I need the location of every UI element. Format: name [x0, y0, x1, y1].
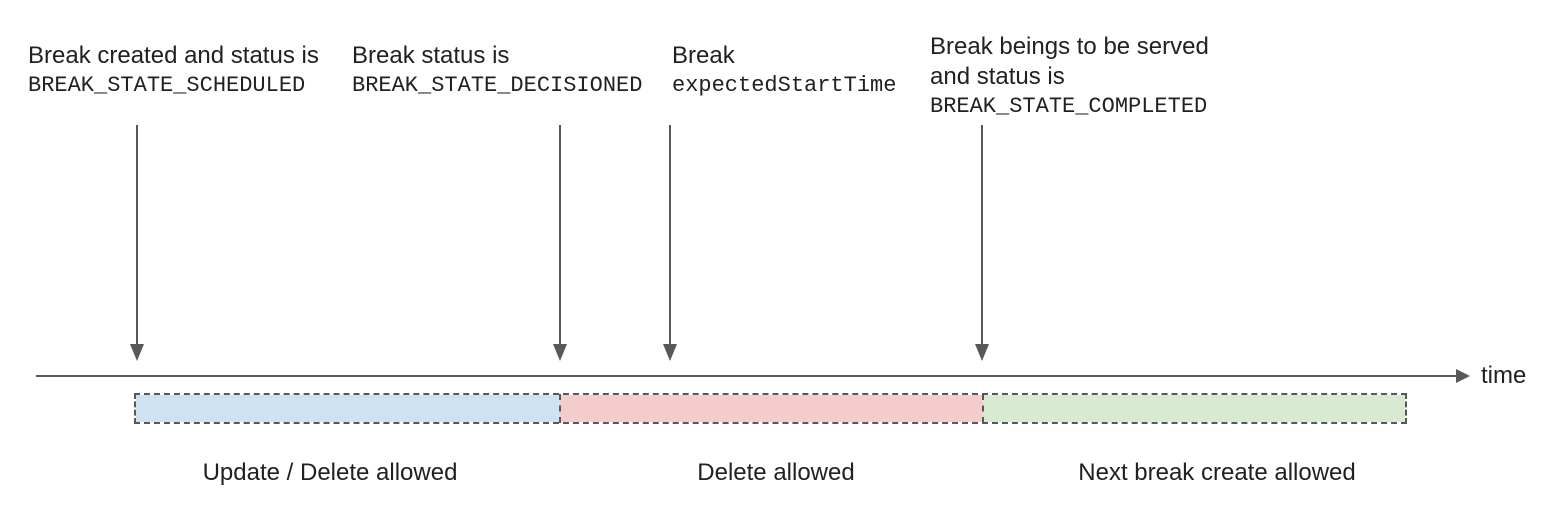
arrow-head	[553, 344, 567, 361]
annotation-text-line: Break status is	[352, 42, 510, 69]
time-axis-arrowhead-icon	[1456, 369, 1470, 383]
segment-divider	[559, 394, 561, 423]
annotation-expected-start-time: Break expectedStartTime	[672, 41, 896, 101]
annotation-break-decisioned: Break status is BREAK_STATE_DECISIONED	[352, 41, 642, 101]
arrow-shaft	[981, 125, 983, 344]
phase-bar	[134, 393, 1407, 424]
annotation-break-completed: Break beings to be served and status is …	[930, 32, 1209, 122]
annotation-code-line: BREAK_STATE_COMPLETED	[930, 94, 1208, 119]
segment-label-delete: Delete allowed	[697, 459, 855, 486]
segment-label-update-delete: Update / Delete allowed	[202, 459, 458, 486]
segment-delete-allowed	[560, 395, 983, 422]
segment-label-next-break: Next break create allowed	[1078, 459, 1356, 486]
segment-update-delete-allowed	[136, 395, 560, 422]
time-axis-label: time	[1481, 362, 1527, 389]
arrow-shaft	[669, 125, 671, 344]
arrow-head	[130, 344, 144, 361]
arrow-head	[663, 344, 677, 361]
annotation-text-line: Break	[672, 42, 735, 69]
arrow-shaft	[136, 125, 138, 344]
annotation-code-line: BREAK_STATE_DECISIONED	[352, 73, 643, 98]
time-axis-line	[36, 375, 1456, 377]
arrow-shaft	[559, 125, 561, 344]
segment-divider	[982, 394, 984, 423]
annotation-code-line: expectedStartTime	[672, 73, 897, 98]
annotation-text-line: and status is	[930, 63, 1065, 90]
segment-next-break-create-allowed	[983, 395, 1405, 422]
arrow-head	[975, 344, 989, 361]
annotation-break-scheduled: Break created and status is BREAK_STATE_…	[28, 41, 319, 101]
annotation-code-line: BREAK_STATE_SCHEDULED	[28, 73, 306, 98]
annotation-text-line: Break beings to be served	[930, 33, 1209, 60]
annotation-text-line: Break created and status is	[28, 42, 319, 69]
